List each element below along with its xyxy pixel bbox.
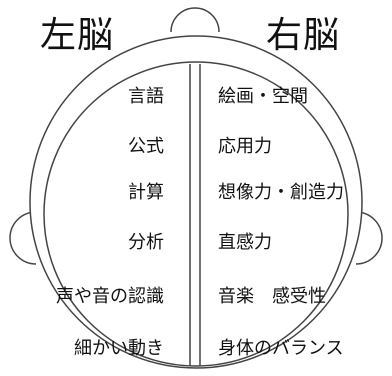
- left-function-label: 計算: [128, 182, 164, 203]
- left-function-label: 公式: [128, 136, 164, 157]
- right-ear-bump: [355, 211, 383, 265]
- brain-outline: [43, 61, 349, 367]
- left-function-label: 細かい動き: [74, 338, 164, 359]
- right-brain-heading: 右脳: [266, 15, 341, 56]
- right-function-label: 身体のバランス: [218, 338, 344, 359]
- right-function-label: 応用力: [218, 136, 272, 157]
- left-brain-heading: 左脳: [40, 15, 115, 56]
- right-function-label: 音楽 感受性: [218, 286, 326, 307]
- left-function-label: 声や音の認識: [56, 286, 164, 307]
- left-ear-bump: [9, 211, 37, 265]
- left-function-label: 分析: [128, 232, 164, 253]
- right-function-label: 直感力: [218, 232, 272, 253]
- right-function-label: 想像力・創造力: [218, 182, 344, 203]
- left-function-label: 言語: [128, 86, 164, 107]
- head-outline: [29, 35, 363, 369]
- right-function-label: 絵画・空間: [218, 86, 308, 107]
- nose-bump: [170, 7, 220, 33]
